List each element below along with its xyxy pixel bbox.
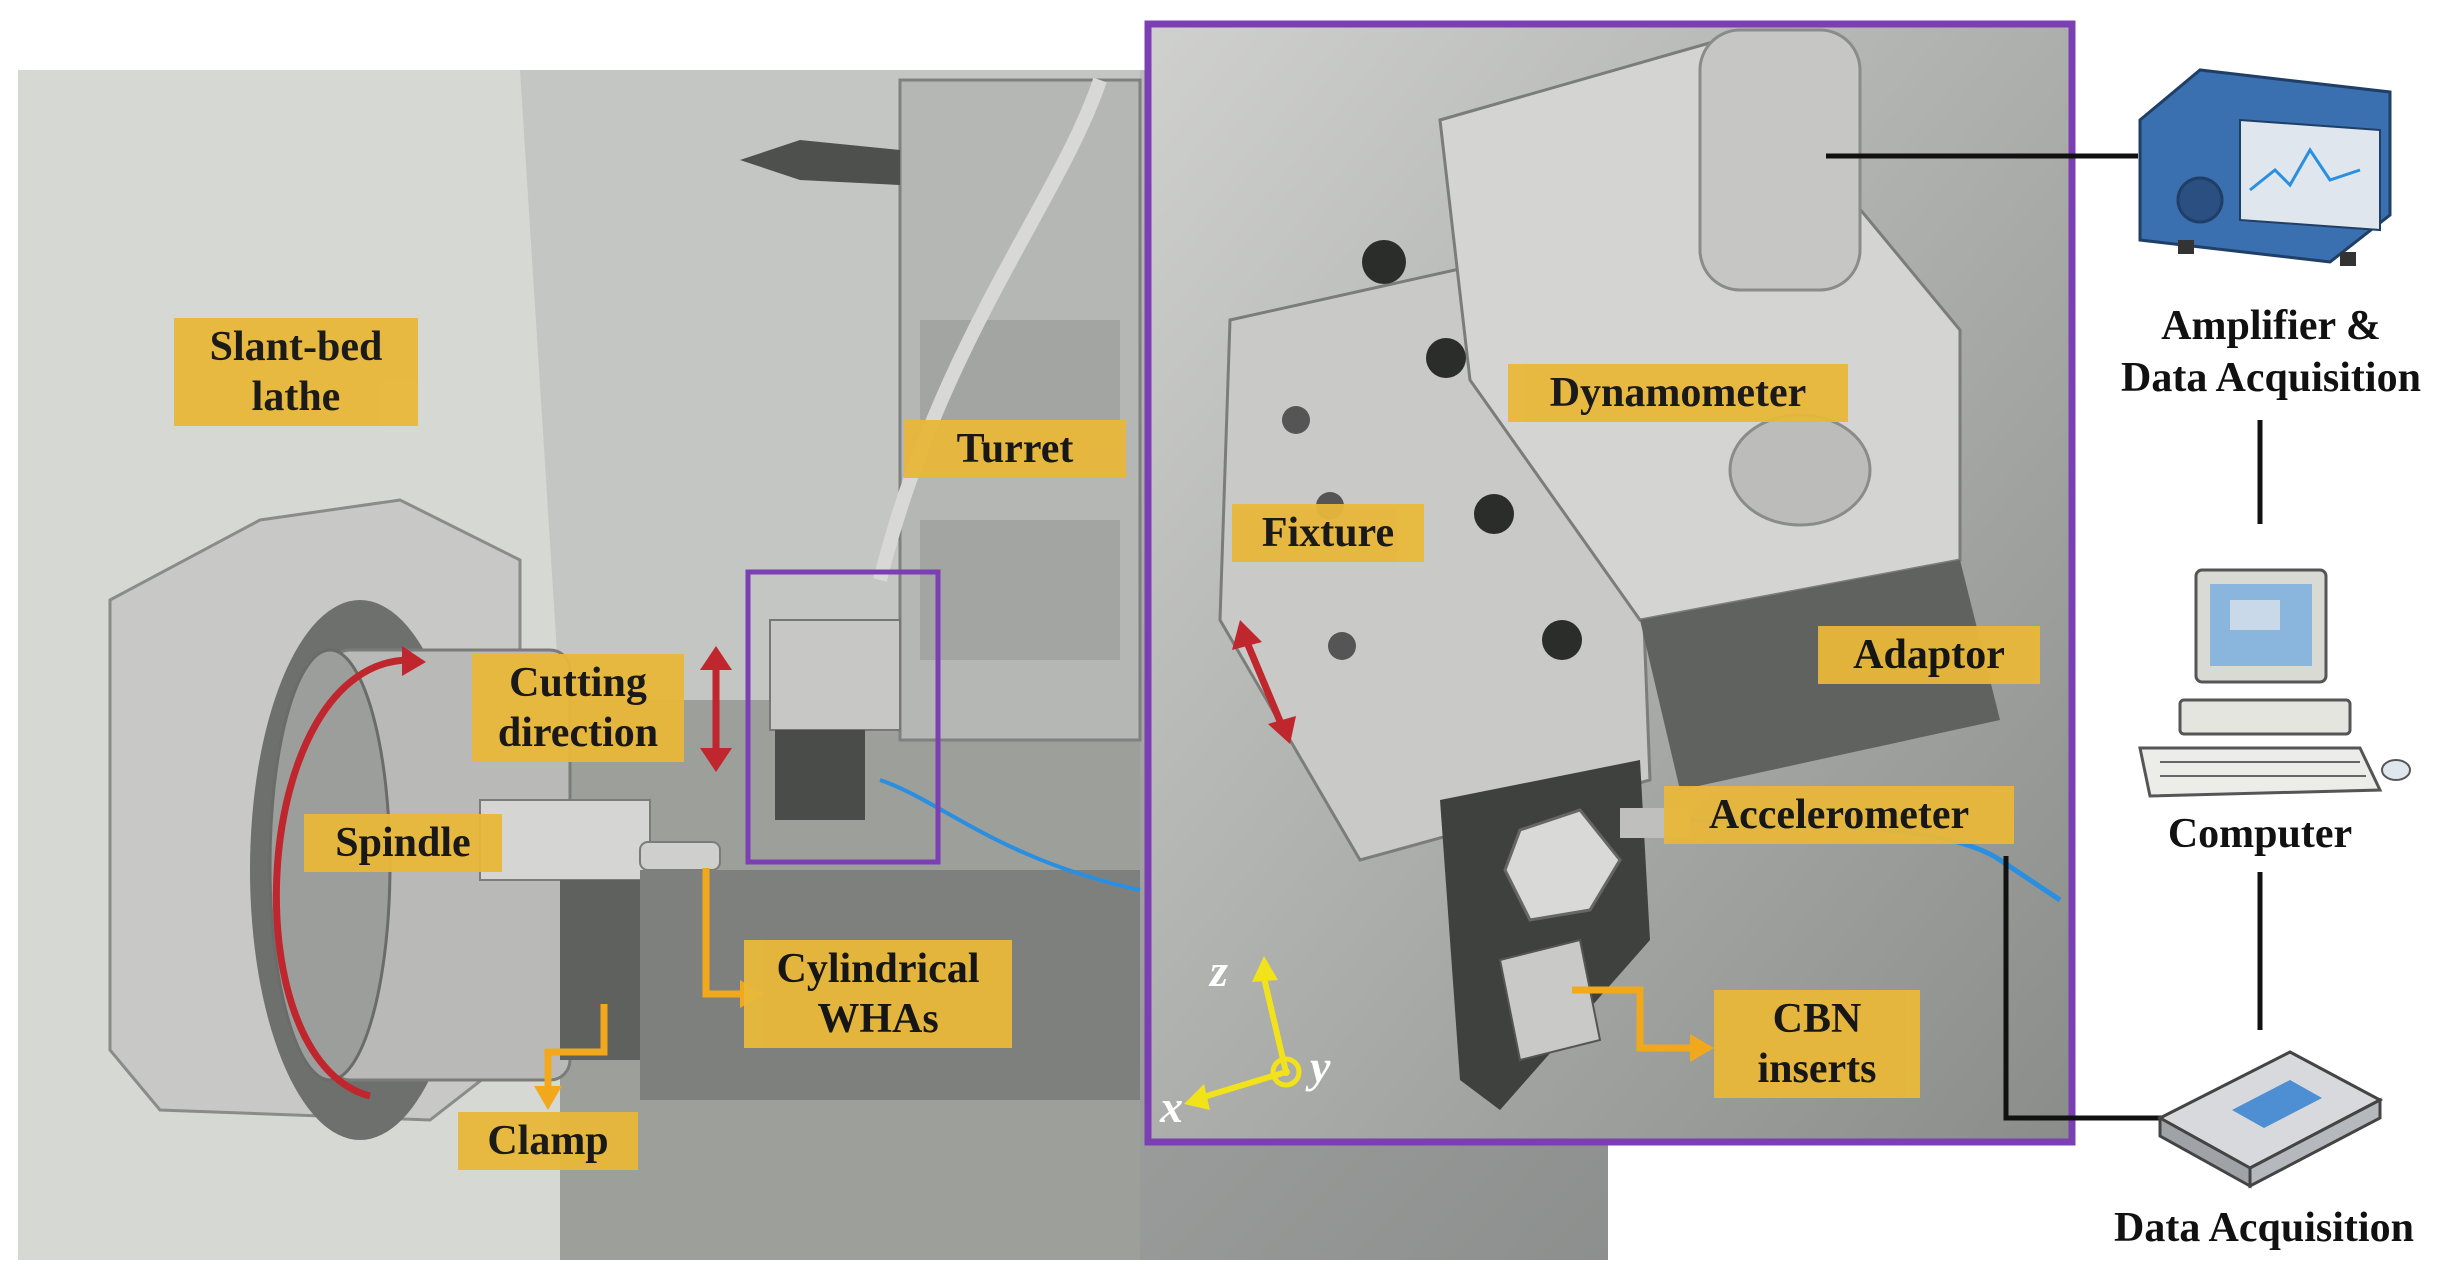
label-fixture: Fixture: [1232, 504, 1424, 562]
caption-computer: Computer: [2167, 811, 2353, 857]
label-turret: Turret: [904, 420, 1126, 478]
caption-data-acquisition: Data Acquisition: [2114, 1205, 2414, 1251]
axis-label-y: y: [1310, 1041, 1331, 1092]
label-clamp: Clamp: [458, 1112, 638, 1170]
axis-label-x: x: [1160, 1081, 1183, 1132]
label-cylindrical-whas: Cylindrical WHAs: [744, 940, 1012, 1048]
label-cbn-inserts: CBN inserts: [1714, 990, 1920, 1098]
label-dynamometer: Dynamometer: [1508, 364, 1848, 422]
label-slant-bed-lathe: Slant-bed lathe: [174, 318, 418, 426]
caption-amplifier: Amplifier & Data Acquisition: [2121, 303, 2421, 401]
label-accelerometer: Accelerometer: [1664, 786, 2014, 844]
label-adaptor: Adaptor: [1818, 626, 2040, 684]
label-spindle: Spindle: [304, 814, 502, 872]
axis-label-z: z: [1210, 945, 1228, 996]
label-cutting-direction: Cutting direction: [472, 654, 684, 762]
